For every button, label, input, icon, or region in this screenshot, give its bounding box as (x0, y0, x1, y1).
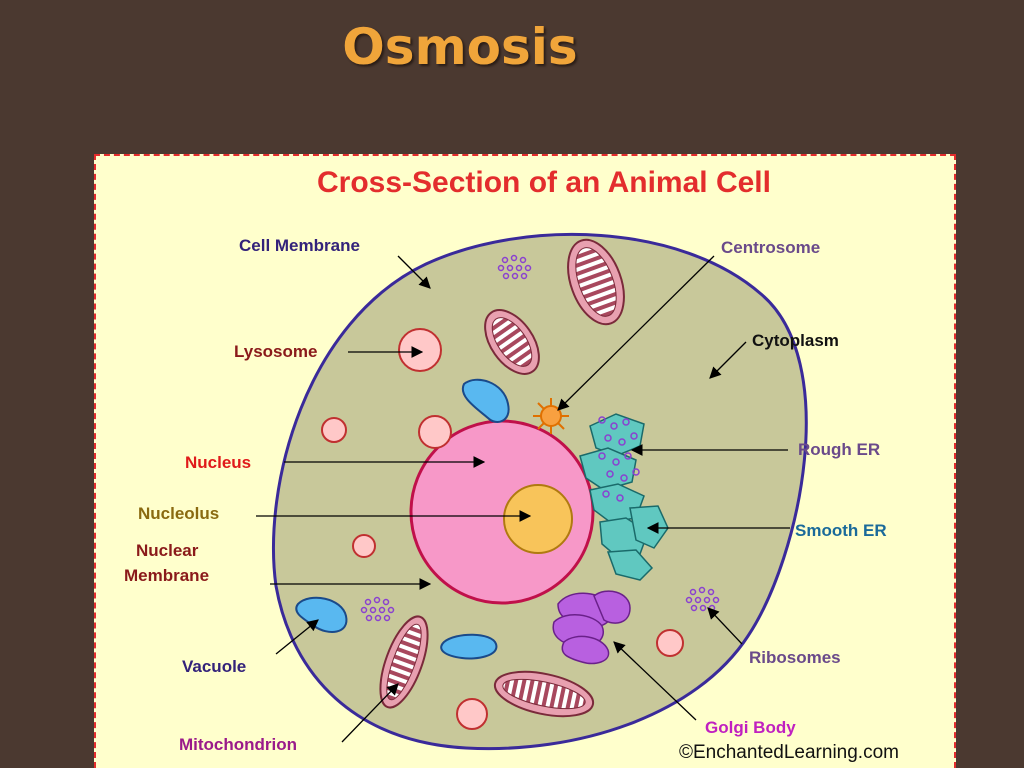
lysosome-1 (398, 328, 442, 372)
lysosome-3 (321, 417, 347, 443)
animal-cell-diagram: Cross-Section of an Animal Cell (124, 166, 899, 763)
leader-lines (256, 255, 790, 743)
label-ribosomes: Ribosomes (749, 648, 841, 667)
ribosome-cluster-top (497, 254, 532, 280)
label-nuclear-membrane-line1: Nuclear (136, 541, 199, 560)
lysosome-5 (656, 629, 684, 657)
label-golgi-body: Golgi Body (705, 718, 796, 737)
label-centrosome: Centrosome (721, 238, 820, 257)
golgi-body (552, 590, 631, 665)
vacuole-bottom (440, 633, 498, 660)
label-mitochondrion: Mitochondrion (179, 735, 297, 754)
mitochondrion-upper (484, 309, 540, 375)
arrow-cell-membrane (397, 255, 431, 289)
label-vacuole: Vacuole (182, 657, 246, 676)
ribosome-cluster-right (685, 586, 720, 612)
lysosome-6 (456, 698, 488, 730)
label-nuclear-membrane-line2: Membrane (124, 566, 209, 585)
label-cytoplasm: Cytoplasm (752, 331, 839, 350)
diagram-title: Cross-Section of an Animal Cell (317, 166, 771, 199)
ribosome-cluster-left (360, 596, 395, 622)
arrow-golgi-body (613, 641, 697, 721)
copyright-text: ©EnchantedLearning.com (679, 742, 899, 763)
vacuole-upper (461, 378, 510, 423)
vacuole-left (295, 596, 348, 633)
label-nucleolus: Nucleolus (138, 504, 219, 523)
mitochondrion-bottom (493, 670, 595, 718)
arrow-centrosome (557, 255, 715, 411)
label-rough-er: Rough ER (798, 440, 880, 459)
arrow-vacuole (275, 619, 319, 655)
label-lysosome: Lysosome (234, 342, 317, 361)
arrow-cytoplasm (709, 341, 747, 379)
lysosome-2 (418, 415, 452, 449)
ribosomes-on-rough-er (598, 416, 640, 502)
nucleolus (503, 484, 573, 554)
arrow-ribosomes (707, 607, 743, 645)
label-smooth-er: Smooth ER (795, 521, 887, 540)
mitochondrion-top-right (567, 238, 625, 326)
lysosome-4 (352, 534, 376, 558)
slide-title: Osmosis (342, 18, 578, 76)
diagram-panel: Cross-Section of an Animal Cell (94, 154, 956, 768)
label-nucleus: Nucleus (185, 453, 251, 472)
centrosome (533, 398, 569, 434)
label-cell-membrane: Cell Membrane (239, 236, 360, 255)
arrow-mitochondrion (341, 683, 399, 743)
